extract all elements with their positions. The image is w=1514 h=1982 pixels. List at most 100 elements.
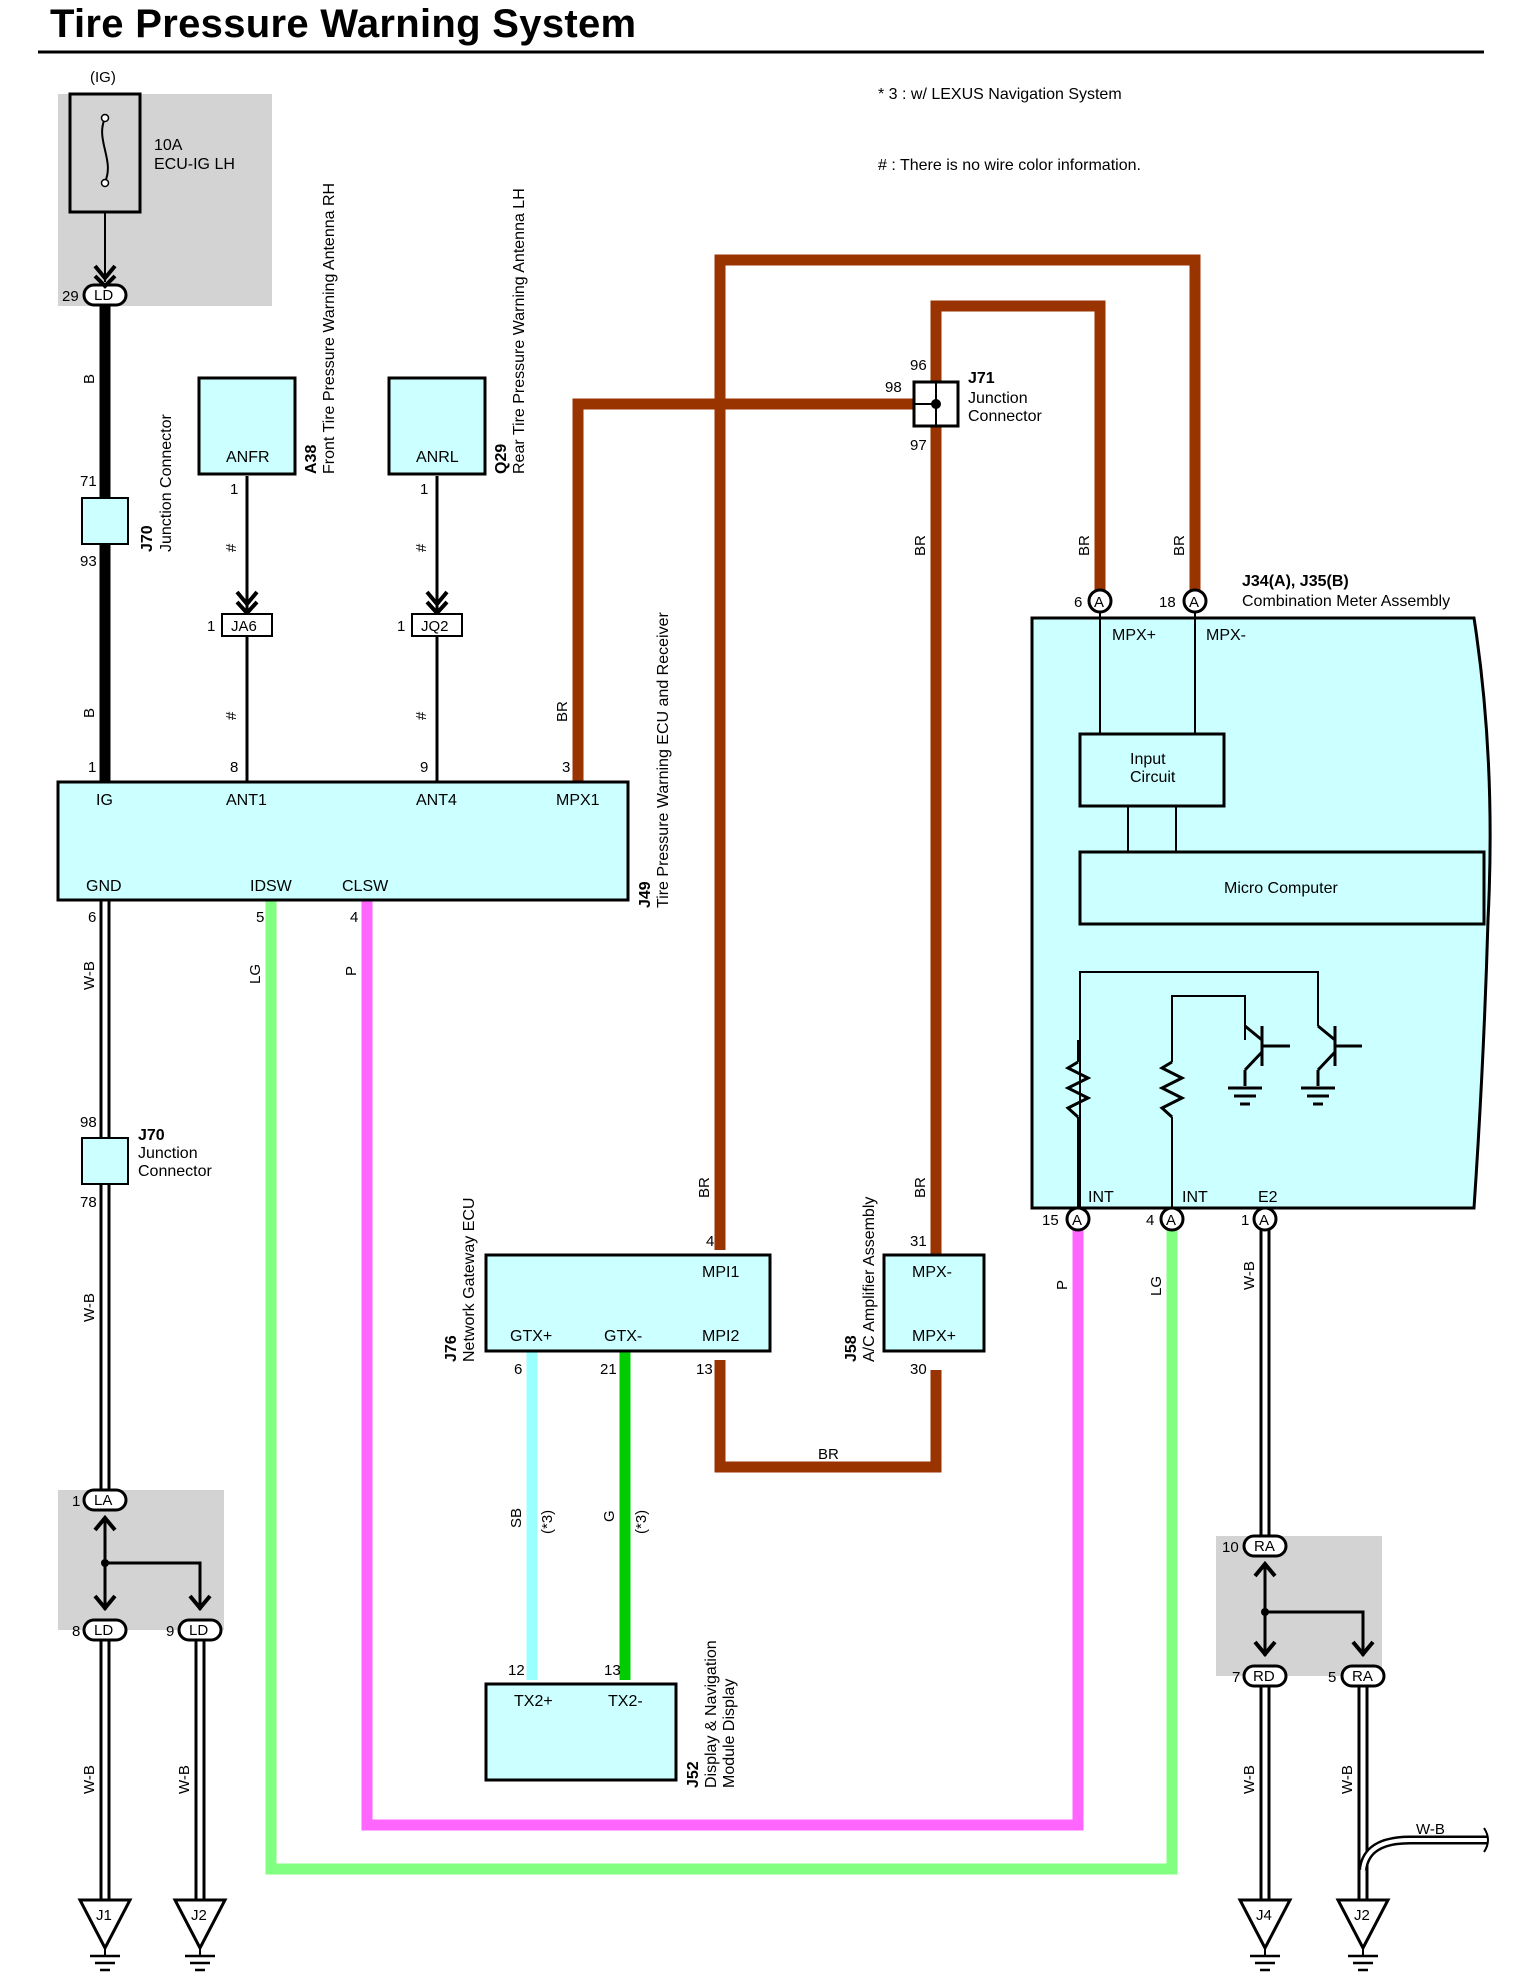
connector-la: LA (82, 1488, 128, 1532)
j52-name1: Display & Navigation (703, 1640, 720, 1788)
input-circuit-label2: Circuit (1130, 769, 1176, 786)
ground-j2-right: J2 (1335, 1898, 1391, 1972)
wire-p (361, 900, 1084, 1831)
pin-29: 29 (62, 288, 79, 305)
j76-id: J76 (443, 1335, 460, 1362)
svg-text:A: A (1189, 594, 1199, 611)
note-star3: * 3 : w/ LEXUS Navigation System (878, 86, 1122, 103)
wire-label-g-star: (*3) (633, 1510, 650, 1534)
j76-mpi1: MPI1 (702, 1264, 739, 1281)
jq2-pin-1: 1 (397, 618, 405, 635)
input-circuit-box (1078, 732, 1226, 808)
micro-computer-label: Micro Computer (1224, 880, 1338, 897)
fuse-terminal-top (100, 113, 110, 123)
j71-name1: Junction (968, 390, 1028, 407)
j49-box (56, 780, 630, 902)
wire-label-p-left: P (343, 966, 360, 976)
j70-bot-name1: Junction (138, 1145, 198, 1162)
connector-rd: RD (1242, 1640, 1288, 1688)
pin-71: 71 (80, 473, 97, 490)
j52-box (484, 1682, 678, 1782)
j70-bot-box (81, 1137, 129, 1185)
ja6-pin-1: 1 (207, 618, 215, 635)
q29-box (387, 376, 487, 476)
q29-pin-1: 1 (420, 481, 428, 498)
a38-pin-1: 1 (230, 481, 238, 498)
j49-pin-4: 4 (350, 909, 358, 926)
a38-wire-hash: # (223, 543, 240, 552)
fuse-icon (101, 117, 109, 183)
svg-text:LA: LA (94, 1492, 112, 1509)
a38-arrow (235, 590, 259, 608)
q29-wire-hash: # (413, 543, 430, 552)
j70-top-name: Junction Connector (158, 413, 175, 552)
wire-br-loop-outer (714, 254, 1201, 1250)
connector-ra-5: RA (1340, 1640, 1386, 1688)
j49-clsw: CLSW (342, 878, 389, 895)
connector-ld-top: LD (82, 264, 128, 307)
j70-top-box (81, 497, 129, 545)
j71-node (931, 399, 941, 409)
j49-pin-8: 8 (230, 759, 238, 776)
q29-arrow (425, 590, 449, 608)
wire-label-sb-star: (*3) (539, 1510, 556, 1534)
ig-junction-block (58, 94, 272, 306)
j49-gnd: GND (86, 878, 122, 895)
fuse-terminal-bottom (100, 178, 110, 188)
pin-1-a: 1 (1241, 1212, 1249, 1229)
pin-8-ld: 8 (72, 1623, 80, 1640)
wire-br-loop-inner (930, 300, 1106, 590)
svg-text:A: A (1094, 594, 1104, 611)
connector-ra-10: RA (1242, 1534, 1288, 1578)
j58-box (882, 1253, 986, 1353)
j76-pin-4: 4 (706, 1233, 714, 1250)
j71-name2: Connector (968, 408, 1042, 425)
wire-wb-split-right (1261, 1566, 1365, 1656)
j76-pin-13: 13 (696, 1361, 713, 1378)
wire-label-wb-external: W-B (1416, 1821, 1445, 1838)
pin-93: 93 (80, 553, 97, 570)
j58-name: A/C Amplifier Assembly (861, 1197, 878, 1362)
resistor-icon-2 (1158, 1060, 1186, 1119)
wire-label-b-top: B (81, 374, 98, 384)
j49-idsw: IDSW (250, 878, 293, 895)
wire-label-b-mid: B (81, 708, 98, 718)
j58-pin-30: 30 (910, 1361, 927, 1378)
q29-pin-label: ANRL (416, 449, 459, 466)
connector-jq2 (411, 613, 463, 637)
j49-pin-6: 6 (88, 909, 96, 926)
pin-4-a: 4 (1146, 1212, 1154, 1229)
j49-pin-3: 3 (562, 759, 570, 776)
power-source-label: (IG) (90, 69, 116, 86)
pin-97: 97 (910, 437, 927, 454)
micro-computer-box (1078, 850, 1486, 926)
j58-id: J58 (843, 1335, 860, 1362)
j34-e2: E2 (1258, 1189, 1278, 1206)
ground-j1: J1 (77, 1898, 133, 1972)
wire-wb-external (1358, 1827, 1489, 1871)
svg-text:LD: LD (94, 1622, 113, 1639)
j58-mpxp: MPX+ (912, 1328, 956, 1345)
j76-pin-6: 6 (514, 1361, 522, 1378)
j76-gtxp: GTX+ (510, 1328, 552, 1345)
svg-text:J1: J1 (96, 1907, 112, 1924)
j70-bot-name2: Connector (138, 1163, 212, 1180)
j76-box (484, 1253, 772, 1353)
wire-label-g: G (601, 1510, 618, 1522)
wire-label-wb-right3: W-B (1339, 1765, 1356, 1794)
svg-text:LD: LD (189, 1622, 208, 1639)
a38-wire-hash2: # (223, 711, 240, 720)
pin-1-la: 1 (72, 1493, 80, 1510)
wire-label-br-mpxp: BR (1076, 535, 1093, 556)
q29-name: Rear Tire Pressure Warning Antenna LH (511, 188, 528, 474)
pin-6-a: 6 (1074, 594, 1082, 611)
wire-br-bottom (714, 1360, 942, 1473)
note-hash: # : There is no wire color information. (878, 157, 1141, 174)
wire-label-wb-right: W-B (1241, 1261, 1258, 1290)
j49-pin-5: 5 (256, 909, 264, 926)
fuse-name: ECU-IG LH (154, 156, 235, 173)
wire-label-wb-right2: W-B (1241, 1765, 1258, 1794)
svg-text:RA: RA (1254, 1538, 1275, 1555)
wire-label-lg-right: LG (1148, 1276, 1165, 1296)
